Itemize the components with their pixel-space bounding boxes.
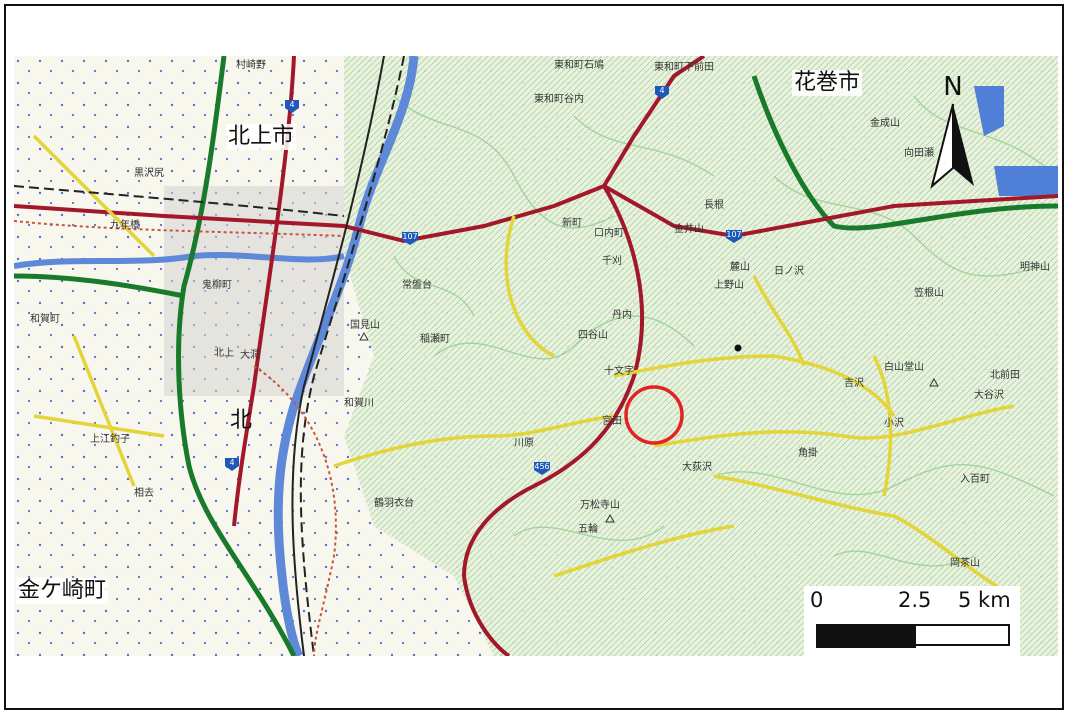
prefectural-roads (32, 134, 1015, 598)
place-label: 北前田 (990, 368, 1020, 381)
place-label: 丹内 (612, 308, 632, 321)
place-label: 四谷山 (578, 329, 608, 341)
scale-tick-5km: 5 km (958, 588, 1011, 612)
scale-bar-black (816, 624, 916, 648)
place-label: 明神山 (1020, 260, 1050, 273)
road-marker-1: 4 (289, 100, 294, 109)
admin-boundary (14, 220, 345, 656)
place-labels: 村崎野 東和町石鳩 東和町下前田 東和町谷内 新町 口内町 千刈 長根 金井山 … (30, 58, 1050, 569)
place-label: 九年橋 (110, 218, 140, 231)
shrine-mark (734, 344, 742, 352)
place-label: 白山堂山 (884, 360, 924, 373)
place-label: 五輪 (578, 522, 598, 535)
place-label: 鶴羽衣台 (374, 496, 414, 509)
place-label: 万松寺山 (580, 498, 620, 511)
scale-bar-white (914, 624, 1010, 646)
place-label: 相去 (134, 486, 154, 499)
place-label: 大荻沢 (682, 460, 712, 473)
place-label: 角掛 (798, 446, 818, 459)
place-label: 大谷沢 (974, 388, 1004, 401)
place-label: 上野山 (714, 279, 744, 291)
place-label: 小沢 (884, 416, 904, 429)
shinkansen-line (291, 56, 385, 656)
place-label: 北上 (214, 347, 234, 359)
place-label: 吉沢 (844, 376, 864, 389)
kitakami-river (273, 56, 419, 656)
place-label: 和賀町 (30, 313, 60, 325)
north-arrow: N (922, 72, 984, 190)
reservoir (974, 86, 1058, 196)
contour-lines (393, 95, 1055, 567)
place-label: 東和町谷内 (534, 92, 584, 105)
railway-lines (14, 56, 405, 656)
place-label: 金成山 (870, 116, 900, 129)
place-label: 千刈 (602, 254, 622, 267)
road-markers: 4 4 107 107 456 4 (225, 86, 742, 475)
road-marker-4: 107 (726, 230, 741, 239)
place-label: 長根 (704, 198, 724, 211)
city-label-kanegasaki: 金ケ崎町 (16, 578, 109, 604)
place-label: 上江釣子 (90, 432, 130, 445)
place-label: 向田瀬 (904, 146, 934, 159)
city-label-kitakami: 北上市 (226, 124, 297, 150)
place-label: 新町 (562, 216, 582, 229)
study-site-highlight (624, 385, 684, 445)
place-label: 川原 (514, 437, 534, 449)
place-label: 常盤台 (402, 278, 432, 291)
place-label: 口内町 (594, 226, 624, 239)
place-label: 麓山 (730, 260, 750, 273)
kamaishi-expressway (751, 75, 1058, 231)
north-label: N (943, 72, 963, 102)
place-label: 入百町 (960, 473, 990, 485)
place-label: 金井山 (674, 222, 704, 235)
place-label: 大洞 (240, 348, 260, 361)
road-marker-2: 4 (659, 86, 664, 95)
hill-area (344, 56, 1058, 656)
place-label: 笠根山 (914, 286, 944, 299)
scale-bar: 0 2.5 5 km (804, 586, 1020, 656)
place-label: 東和町石鳩 (554, 58, 604, 71)
place-label: 十文字 (604, 364, 634, 377)
akita-expressway (14, 273, 185, 299)
place-label: 村崎野 (236, 58, 266, 71)
place-label: 稲瀬町 (420, 333, 450, 345)
place-label: 日ノ沢 (774, 264, 804, 277)
tohoku-expressway (176, 56, 297, 656)
place-label: 岡茶山 (950, 556, 980, 569)
place-label: 和賀川 (344, 397, 374, 409)
summit-marks (359, 331, 939, 523)
place-label: 国見山 (350, 319, 380, 331)
road-marker-5: 456 (534, 462, 549, 471)
road-marker-6: 4 (229, 458, 234, 467)
place-label: 宮田 (602, 414, 622, 427)
place-label: 黒沢尻 (134, 166, 164, 179)
north-arrow-icon (930, 103, 974, 189)
place-label: 東和町下前田 (654, 60, 714, 73)
city-label-hanamaki: 花巻市 (792, 70, 863, 96)
topographic-map[interactable]: 4 4 107 107 456 4 村崎野 東和町石鳩 東和町下前田 東和町谷内… (14, 56, 1058, 656)
place-label: 鬼柳町 (202, 278, 232, 291)
city-label-kita: 北 (230, 408, 253, 433)
scale-tick-2-5: 2.5 (898, 588, 932, 612)
road-marker-3: 107 (402, 232, 417, 241)
scale-tick-0: 0 (810, 588, 824, 612)
